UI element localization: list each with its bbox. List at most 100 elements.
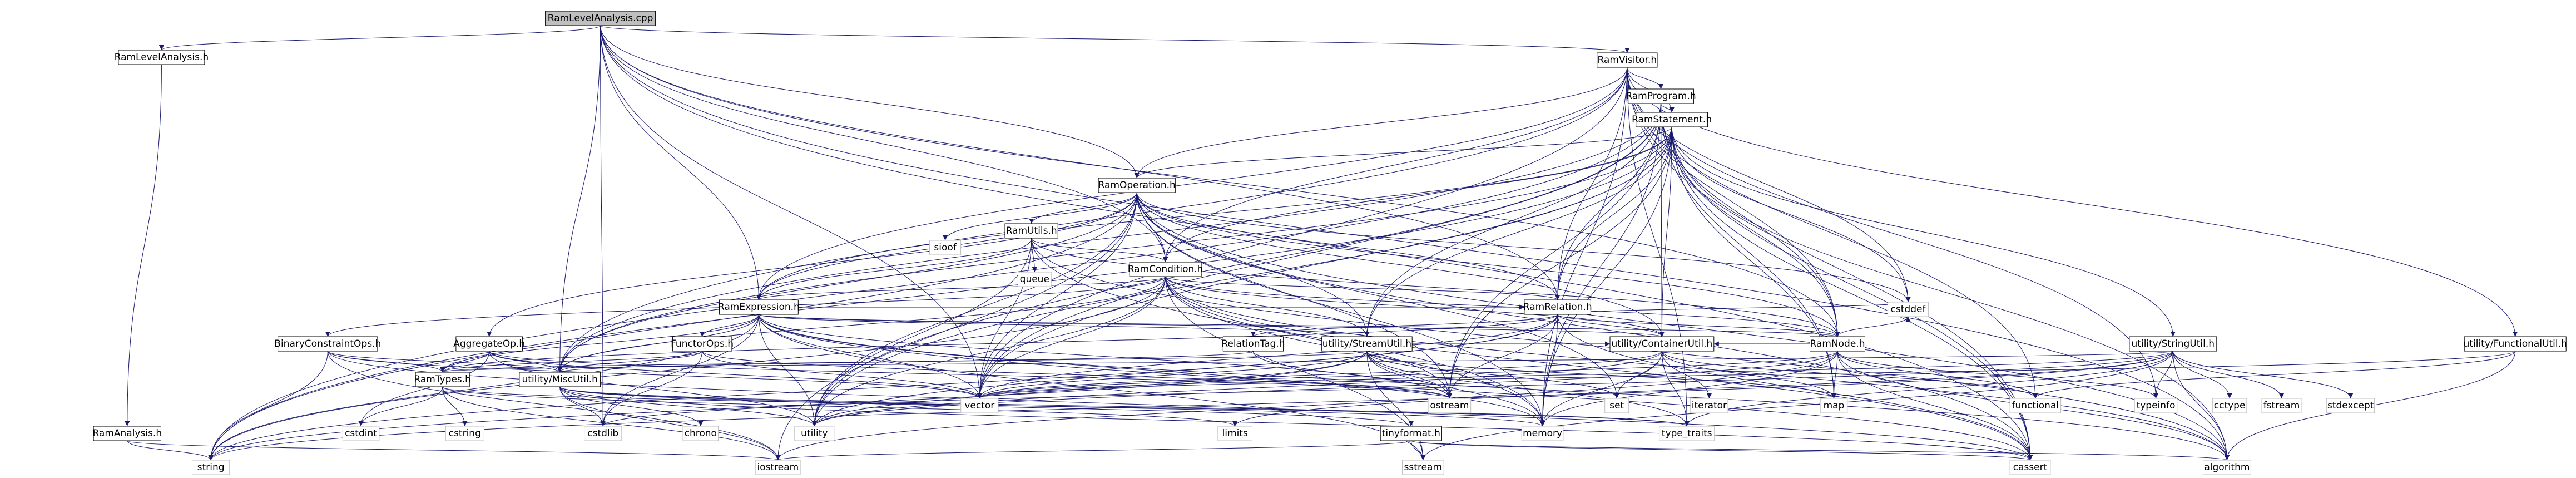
node-binaryconstraintops-h[interactable]: BinaryConstraintOps.h: [274, 336, 381, 352]
include-edge-ramvisitor_h-to-cstddef: [1627, 67, 1911, 303]
node-label: utility/StringUtil.h: [2132, 338, 2215, 349]
node-utility-miscutil-h[interactable]: utility/MiscUtil.h: [519, 372, 601, 387]
include-edge-ramnode_h-to-memory: [1540, 351, 1838, 427]
node-map: map: [1820, 398, 1848, 413]
node-ramstatement-h[interactable]: RamStatement.h: [1632, 112, 1712, 127]
include-edge-ramexpression_h-to-algorithm: [758, 314, 2230, 461]
node-label: utility/StreamUtil.h: [1322, 338, 1411, 349]
node-box: [929, 240, 962, 255]
include-edge-ramprogram_h-to-ramrelation_h: [1555, 103, 1661, 300]
node-label: type_traits: [1662, 428, 1712, 439]
node-ramvisitor-h[interactable]: RamVisitor.h: [1597, 52, 1658, 68]
include-edge-aggregateop_h-to-utility_miscutil_h: [489, 351, 563, 373]
include-edge-aggregateop_h-to-cstdint: [358, 351, 490, 427]
include-edge-utility_containerutil_h-to-memory: [1540, 351, 1662, 427]
node-label: FunctorOps.h: [671, 338, 734, 349]
include-edge-utility_stringutil_h-to-stdexcept: [2172, 351, 2354, 399]
include-edge-utility_streamutil_h-to-memory: [1366, 351, 1545, 427]
include-edge-ramoperation_h-to-set: [1136, 192, 1619, 399]
node-root[interactable]: RamLevelAnalysis.cpp: [545, 11, 656, 26]
node-box: [755, 460, 801, 475]
include-edge-functorops_h-to-cstdlib: [600, 351, 703, 427]
node-label: RamLevelAnalysis.h: [115, 52, 209, 63]
include-edge-ramprogram_h-to-utility_streamutil_h: [1364, 103, 1661, 337]
include-edge-root-to-cstdlib: [600, 25, 606, 427]
node-box: [1636, 112, 1708, 127]
node-set: set: [1604, 398, 1629, 413]
node-cstddef: cstddef: [1888, 302, 1929, 317]
node-box: [2009, 398, 2062, 413]
node-ramutils-h[interactable]: RamUtils.h: [1004, 223, 1058, 239]
node-label: memory: [1523, 428, 1562, 439]
node-limits: limits: [1217, 426, 1252, 441]
include-edge-ramprogram_h-to-vector: [977, 103, 1661, 399]
node-utility-streamutil-h[interactable]: utility/StreamUtil.h: [1321, 336, 1413, 352]
node-cstdlib: cstdlib: [584, 426, 622, 441]
node-box: [1820, 398, 1848, 413]
node-utility-stringutil-h[interactable]: utility/StringUtil.h: [2129, 336, 2217, 352]
include-edge-ramoperation_h-to-cstddef: [1136, 192, 1911, 303]
node-ramlevelanalysis-h[interactable]: RamLevelAnalysis.h: [115, 50, 209, 65]
node-box: [1628, 88, 1694, 104]
include-edge-ramstatement_h-to-memory: [1540, 126, 1672, 427]
include-edge-ramtypes_h-to-limits: [442, 386, 1237, 427]
include-edge-aggregateop_h-to-vector: [489, 351, 982, 399]
include-edge-ramlevelanalysis_h-to-ramanalysis_h: [125, 64, 162, 427]
node-box: [93, 426, 162, 441]
node-label: map: [1824, 400, 1845, 411]
include-edge-ramexpression_h-to-utility: [758, 314, 817, 427]
node-relationtag-h[interactable]: RelationTag.h: [1221, 336, 1285, 352]
node-box: [445, 426, 484, 441]
include-edge-ramoperation_h-to-cassert: [1136, 192, 2033, 461]
node-utility-containerutil-h[interactable]: utility/ContainerUtil.h: [1609, 336, 1715, 352]
node-ramnode-h[interactable]: RamNode.h: [1810, 336, 1865, 352]
include-edge-ramexpression_h-to-utility_streamutil_h: [758, 314, 1369, 337]
include-edge-ramoperation_h-to-ramutils_h: [1029, 192, 1137, 224]
include-edge-functorops_h-to-ostream: [702, 351, 1452, 399]
node-memory: memory: [1521, 426, 1564, 441]
node-label: utility/MiscUtil.h: [522, 374, 598, 385]
node-utility-functionalutil-h[interactable]: utility/FunctionalUtil.h: [2464, 336, 2567, 352]
node-label: cstdlib: [587, 428, 618, 439]
node-functorops-h[interactable]: FunctorOps.h: [671, 336, 734, 352]
node-box: [584, 426, 622, 441]
node-box: [2326, 398, 2375, 413]
node-box: [192, 460, 230, 475]
node-label: string: [197, 462, 225, 473]
include-edge-ramnode_h-to-utility: [812, 351, 1838, 427]
node-cctype: cctype: [2212, 398, 2247, 413]
include-edge-utility_stringutil_h-to-vector: [977, 351, 2173, 399]
include-edge-ramtypes_h-to-cstring: [442, 386, 468, 427]
node-label: vector: [964, 400, 994, 411]
include-edge-utility_containerutil_h-to-iterator: [1661, 351, 1712, 399]
include-edge-ramutils_h-to-ramnode_h: [1031, 238, 1840, 337]
node-ramprogram-h[interactable]: RamProgram.h: [1626, 88, 1696, 104]
include-edge-tinyformat_h-to-iostream: [775, 440, 1411, 461]
node-box: [1017, 272, 1052, 287]
node-label: functional: [2012, 400, 2059, 411]
include-edge-ramstatement_h-to-ramoperation_h: [1134, 126, 1672, 179]
node-ramoperation-h[interactable]: RamOperation.h: [1098, 178, 1176, 193]
node-tinyformat-h[interactable]: tinyformat.h: [1380, 426, 1442, 441]
node-label: BinaryConstraintOps.h: [274, 338, 381, 349]
node-aggregateop-h[interactable]: AggregateOp.h: [453, 336, 525, 352]
include-edge-utility_miscutil_h-to-cassert: [559, 386, 2033, 461]
include-edge-ramcondition_h-to-utility: [811, 276, 1166, 427]
include-edge-ramexpression_h-to-ramnode_h: [758, 314, 1840, 337]
include-edge-root-to-vector: [600, 25, 982, 399]
include-edge-root-to-ramrelation_h: [600, 25, 1561, 300]
node-label: cstddef: [1891, 304, 1926, 315]
node-ramtypes-h[interactable]: RamTypes.h: [414, 372, 471, 387]
node-ramanalysis-h[interactable]: RamAnalysis.h: [92, 426, 162, 441]
include-edge-ramcondition_h-to-cassert: [1165, 276, 2033, 461]
include-edge-ramoperation_h-to-sioof: [943, 192, 1137, 241]
include-edge-ramanalysis_h-to-iostream: [127, 440, 780, 461]
node-ramexpression-h[interactable]: RamExpression.h: [718, 299, 800, 315]
node-label: RamNode.h: [1810, 338, 1865, 349]
node-ramcondition-h[interactable]: RamCondition.h: [1128, 262, 1203, 277]
include-edge-root-to-ramoperation_h: [600, 25, 1140, 179]
include-edge-ramvisitor_h-to-ramcondition_h: [1163, 67, 1628, 263]
node-ramrelation-h[interactable]: RamRelation.h: [1523, 299, 1592, 315]
include-edge-functorops_h-to-vector: [702, 351, 982, 399]
